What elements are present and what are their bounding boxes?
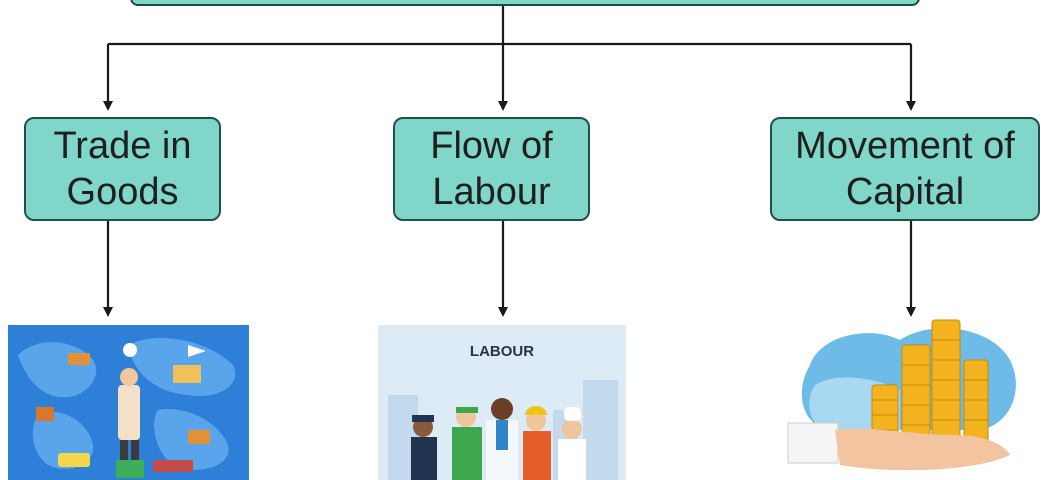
node-trade-in-goods: Trade in Goods bbox=[24, 117, 221, 221]
labour-caption: LABOUR bbox=[469, 343, 535, 360]
node-movement-of-capital: Movement of Capital bbox=[770, 117, 1040, 221]
root-node-cropped bbox=[130, 0, 920, 6]
world-trade-illustration-icon bbox=[8, 325, 249, 480]
node-labour-label: Flow of Labour bbox=[430, 124, 553, 213]
node-trade-label: Trade in Goods bbox=[53, 124, 192, 213]
node-flow-of-labour: Flow of Labour bbox=[393, 117, 590, 221]
node-capital-label: Movement of Capital bbox=[795, 124, 1015, 213]
coins-in-hand-illustration-icon bbox=[780, 305, 1030, 480]
workers-illustration-icon: LABOUR bbox=[378, 325, 626, 480]
